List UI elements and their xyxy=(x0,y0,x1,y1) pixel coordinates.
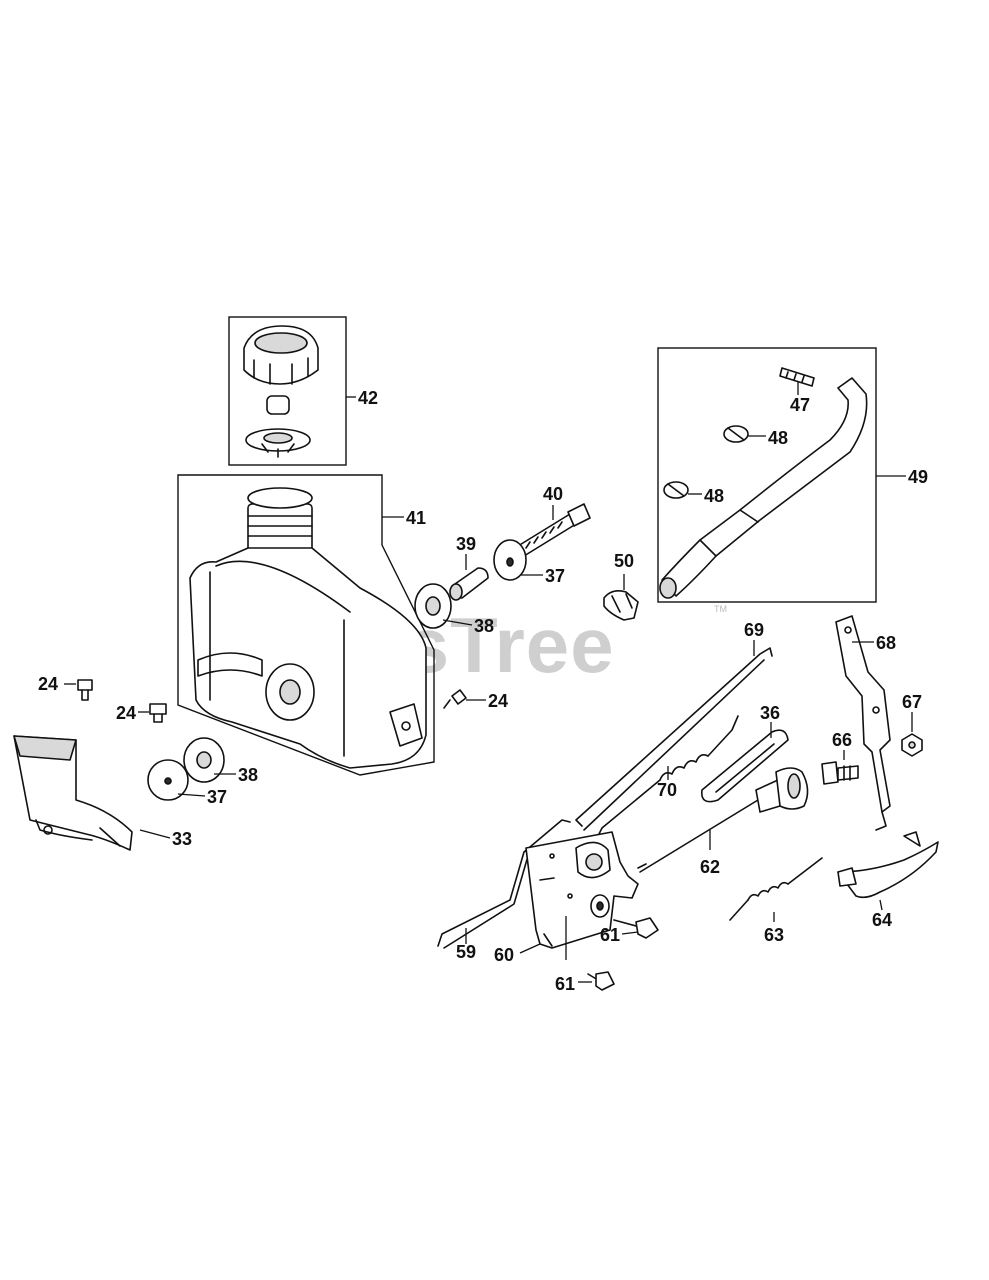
tank-bracket-33[interactable] xyxy=(13,735,171,851)
callout-61-lower: 61 xyxy=(555,974,575,994)
clip-50[interactable] xyxy=(603,574,639,621)
callout-47: 47 xyxy=(790,395,810,415)
callout-69: 69 xyxy=(744,620,764,640)
control-plate-60[interactable] xyxy=(519,831,639,954)
callout-49: 49 xyxy=(908,467,928,487)
rod-69[interactable] xyxy=(575,640,773,831)
callout-42: 42 xyxy=(358,388,378,408)
callout-38-left: 38 xyxy=(238,765,258,785)
nut-67[interactable] xyxy=(901,712,923,757)
rod-59[interactable] xyxy=(437,819,571,949)
bolt-66[interactable] xyxy=(821,750,859,785)
screw-24-left-upper[interactable] xyxy=(64,679,93,701)
fuel-tank[interactable] xyxy=(177,474,435,776)
washer-37-right[interactable] xyxy=(493,539,543,581)
callout-40: 40 xyxy=(543,484,563,504)
throttle-control-62[interactable] xyxy=(637,767,809,873)
callout-64: 64 xyxy=(872,910,892,930)
callout-41: 41 xyxy=(406,508,426,528)
callout-39: 39 xyxy=(456,534,476,554)
callout-70: 70 xyxy=(657,780,677,800)
link-36[interactable] xyxy=(701,722,789,803)
callout-48-lower: 48 xyxy=(704,486,724,506)
callout-38-right: 38 xyxy=(474,616,494,636)
callout-67: 67 xyxy=(902,692,922,712)
callout-37-right: 37 xyxy=(545,566,565,586)
callout-24-right: 24 xyxy=(488,691,508,711)
callout-68: 68 xyxy=(876,633,896,653)
callout-24-left-lower: 24 xyxy=(116,703,136,723)
screw-61-upper[interactable] xyxy=(613,917,659,939)
washer-37-left[interactable] xyxy=(147,759,206,801)
callout-62: 62 xyxy=(700,857,720,877)
screw-24-right[interactable] xyxy=(443,689,486,709)
spacer-39[interactable] xyxy=(449,554,489,601)
callout-37-left: 37 xyxy=(207,787,227,807)
callout-61-upper: 61 xyxy=(600,925,620,945)
callout-36: 36 xyxy=(760,703,780,723)
fuel-line-assembly[interactable] xyxy=(657,347,906,603)
callout-24-left-upper: 24 xyxy=(38,674,58,694)
callout-48-upper: 48 xyxy=(768,428,788,448)
callout-63: 63 xyxy=(764,925,784,945)
grommet-38-left[interactable] xyxy=(183,737,236,783)
callout-33: 33 xyxy=(172,829,192,849)
screw-61-lower[interactable] xyxy=(565,916,615,991)
screw-24-left-lower[interactable] xyxy=(138,703,167,723)
callout-66: 66 xyxy=(832,730,852,750)
callout-60: 60 xyxy=(494,945,514,965)
spring-63[interactable] xyxy=(729,857,823,922)
grommet-38-right[interactable] xyxy=(414,583,473,629)
bracket-68[interactable] xyxy=(835,615,891,831)
spring-70[interactable] xyxy=(597,715,739,837)
watermark-trademark: TM xyxy=(714,604,727,614)
callout-50: 50 xyxy=(614,551,634,571)
bolt-40[interactable] xyxy=(517,503,591,557)
fuel-cap-assembly[interactable] xyxy=(228,316,356,466)
callout-59: 59 xyxy=(456,942,476,962)
cover-64[interactable] xyxy=(837,831,939,911)
